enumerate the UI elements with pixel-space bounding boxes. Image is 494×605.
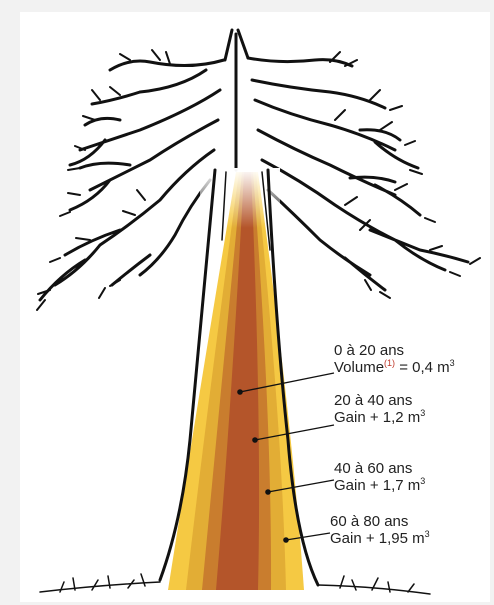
period-label: 40 à 60 ans	[334, 460, 425, 477]
footnote-marker: (1)	[384, 358, 395, 368]
annotation-60-80: 60 à 80 ans Gain + 1,95 m3	[330, 513, 430, 547]
volume-label: Volume(1) = 0,4 m3	[334, 359, 455, 376]
annotation-40-60: 40 à 60 ans Gain + 1,7 m3	[334, 460, 425, 494]
annotation-20-40: 20 à 40 ans Gain + 1,2 m3	[334, 392, 425, 426]
gain-label: Gain + 1,7 m3	[334, 477, 425, 494]
gain-label: Gain + 1,95 m3	[330, 530, 430, 547]
gain-label: Gain + 1,2 m3	[334, 409, 425, 426]
period-label: 20 à 40 ans	[334, 392, 425, 409]
period-label: 0 à 20 ans	[334, 342, 455, 359]
annotation-0-20: 0 à 20 ans Volume(1) = 0,4 m3	[334, 342, 455, 376]
period-label: 60 à 80 ans	[330, 513, 430, 530]
